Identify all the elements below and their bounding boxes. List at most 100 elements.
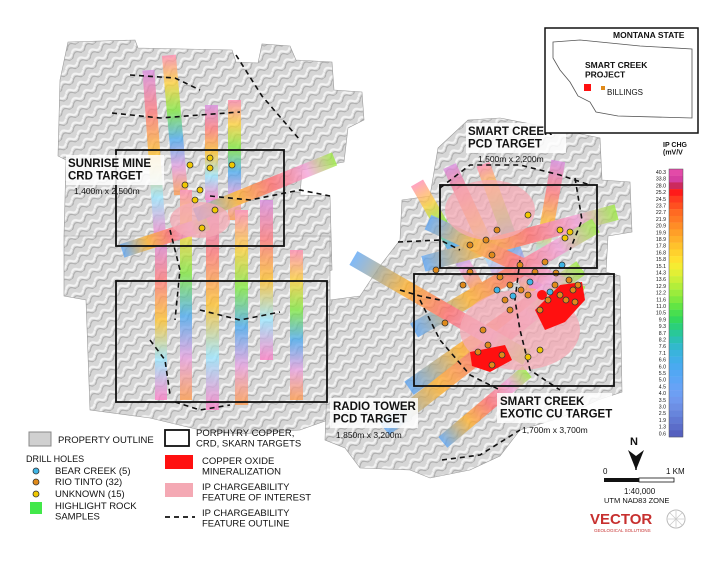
- colorbar-tick-label: 28.0: [656, 183, 666, 189]
- colorbar-tick-label: 21.9: [656, 217, 666, 223]
- colorbar-swatch: [669, 189, 683, 196]
- colorbar-tick-label: 33.8: [656, 177, 666, 183]
- colorbar-tick-label: 1.3: [659, 425, 666, 431]
- colorbar-tick-label: 40.3: [656, 170, 666, 176]
- ip-colorbar: IP CHG(mV/V 40.333.828.025.224.523.722.7…: [656, 142, 688, 437]
- colorbar-swatch: [669, 175, 683, 183]
- colorbar-swatch: [669, 256, 683, 263]
- north-label: N: [630, 436, 638, 448]
- logo-tagline: GEOLOGICAL SOLUTIONS: [594, 528, 651, 533]
- copper-oxide-swatch: [165, 455, 193, 469]
- colorbar-swatch: [669, 276, 683, 284]
- colorbar-tick-label: 10.5: [656, 311, 666, 317]
- scale-left: 0: [603, 467, 608, 476]
- highlight-rock-swatch: [30, 502, 42, 514]
- colorbar-swatch: [669, 309, 683, 317]
- colorbar-swatch: [669, 390, 683, 397]
- unknown-marker: [32, 490, 40, 498]
- colorbar-tick-label: 9.3: [659, 324, 666, 330]
- colorbar-tick-label: 5.0: [659, 378, 666, 384]
- smart-creek-exotic-title: SMART CREEK: [500, 396, 585, 408]
- legend-rio-tinto: RIO TINTO (32): [55, 477, 122, 488]
- legend-drill-holes-title: DRILL HOLES: [26, 454, 84, 464]
- colorbar-swatch: [669, 349, 683, 357]
- ip-feature-outlines: [111, 54, 591, 461]
- colorbar-swatch: [669, 396, 683, 404]
- legend: PROPERTY OUTLINE PORPHYRY COPPER,CRD, SK…: [26, 428, 311, 529]
- colorbar-swatch: [669, 242, 683, 250]
- billings-marker: [601, 86, 605, 90]
- feature-of-interest-swatch: [165, 483, 193, 497]
- radio-tower-box: [115, 280, 328, 403]
- colorbar-swatch: [669, 376, 683, 384]
- colorbar-swatch: [669, 423, 683, 431]
- colorbar-tick-label: 8.7: [659, 331, 666, 337]
- colorbar-tick-label: 14.3: [656, 271, 666, 277]
- smart-creek-exotic-size: 1,700m x 3,700m: [522, 425, 588, 435]
- colorbar-tick-label: 4.0: [659, 391, 666, 397]
- colorbar-swatch: [669, 229, 683, 237]
- colorbar-swatch: [669, 182, 683, 190]
- colorbar-swatch: [669, 316, 683, 324]
- colorbar-tick-label: 8.2: [659, 338, 666, 344]
- bear-creek-marker: [32, 467, 40, 475]
- colorbar-tick-label: 6.0: [659, 364, 666, 370]
- scale-ratio: 1:40,000: [624, 487, 656, 496]
- colorbar-swatch: [669, 222, 683, 230]
- colorbar-swatch: [669, 329, 683, 337]
- billings-label: BILLINGS: [607, 88, 643, 97]
- colorbar-swatch: [669, 195, 683, 203]
- colorbar-swatch: [669, 215, 683, 223]
- scale-zone: UTM NAD83 ZONE: [604, 496, 669, 505]
- colorbar-tick-label: 16.8: [656, 250, 666, 256]
- colorbar-tick-label: 18.9: [656, 237, 666, 243]
- colorbar-tick-label: 1.9: [659, 418, 666, 424]
- colorbar-tick-label: 20.9: [656, 224, 666, 230]
- colorbar-tick-label: 7.6: [659, 344, 666, 350]
- sunrise-target-size: 1,400m x 2,500m: [74, 186, 140, 196]
- target-boxes: [115, 149, 615, 403]
- colorbar-swatch: [669, 303, 683, 310]
- colorbar-tick-label: 7.1: [659, 351, 666, 357]
- colorbar-tick-label: 19.9: [656, 230, 666, 236]
- sunrise-mine-box: [115, 149, 285, 247]
- logo-emblem-icon: [666, 509, 686, 529]
- colorbar-frame: [668, 168, 684, 438]
- colorbar-tick-label: 11.0: [656, 304, 666, 310]
- colorbar-swatch: [669, 209, 683, 217]
- colorbar-swatch: [669, 202, 683, 210]
- smart-creek-exotic-box: [413, 273, 615, 387]
- colorbar-tick-label: 17.8: [656, 244, 666, 250]
- property-outline-swatch: [28, 431, 52, 447]
- colorbar-tick-label: 15.1: [656, 264, 666, 270]
- colorbar-swatch: [669, 403, 683, 411]
- colorbar-tick-label: 12.2: [656, 291, 666, 297]
- colorbar-tick-label: 4.5: [659, 384, 666, 390]
- colorbar-tick-label: 9.9: [659, 317, 666, 323]
- radio-tower-size: 1,850m x 3,200m: [336, 430, 402, 440]
- sunrise-target-title: SUNRISE MINE: [68, 158, 151, 170]
- colorbar-swatch: [669, 296, 683, 304]
- legend-property-outline: PROPERTY OUTLINE: [58, 435, 154, 446]
- colorbar-swatch: [669, 356, 683, 364]
- scale-bar: 0 1 KM 1:40,000 UTM NAD83 ZONE: [603, 467, 685, 505]
- colorbar-tick-label: 5.5: [659, 371, 666, 377]
- logo-name: VECTOR: [590, 511, 652, 528]
- colorbar-swatch: [669, 282, 683, 290]
- colorbar-swatch: [669, 289, 683, 297]
- colorbar-title: IP CHG(mV/V: [663, 142, 688, 157]
- colorbar-tick-label: 24.5: [656, 197, 666, 203]
- smart-creek-pcd-title: SMART CREEK: [468, 126, 553, 138]
